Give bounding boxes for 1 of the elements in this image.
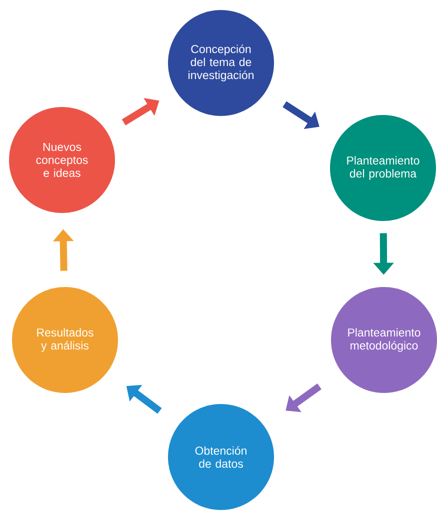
arrow [286, 384, 322, 412]
